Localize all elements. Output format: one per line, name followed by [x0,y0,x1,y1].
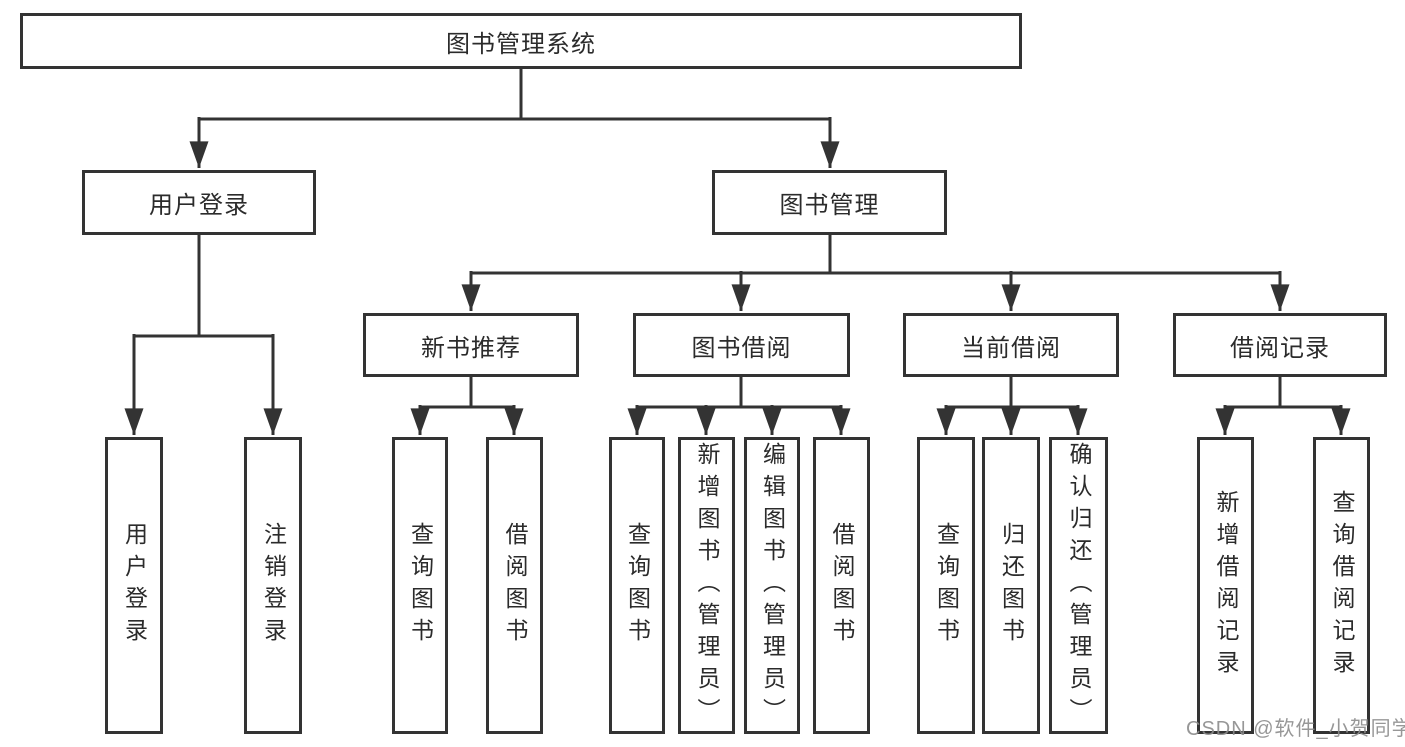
node-current-borrow: 当前借阅 [903,313,1119,377]
node-root: 图书管理系统 [20,13,1022,69]
leaf-cb-confirm-return-admin: 确认归还（管理员） [1049,437,1108,734]
leaf-logout-label: 注销登录 [260,521,287,650]
leaf-bb-query-books: 查询图书 [609,437,665,734]
leaf-br-add-record-label: 新增借阅记录 [1213,489,1239,682]
node-user-login: 用户登录 [82,170,316,235]
leaf-nb-query-books-label: 查询图书 [407,521,434,650]
leaf-br-query-record-label: 查询借阅记录 [1329,489,1355,682]
leaf-br-add-record: 新增借阅记录 [1197,437,1254,734]
node-book-management-label: 图书管理 [779,192,880,219]
node-user-login-label: 用户登录 [149,192,249,219]
leaf-cb-query-books-label: 查询图书 [933,521,960,650]
leaf-bb-edit-books-admin-label: 编辑图书（管理员） [759,441,786,730]
leaf-cb-return-books: 归还图书 [982,437,1040,734]
leaf-bb-add-books-admin-label: 新增图书（管理员） [694,441,720,730]
node-book-management: 图书管理 [712,170,947,235]
leaf-br-query-record: 查询借阅记录 [1313,437,1370,734]
leaf-cb-return-books-label: 归还图书 [998,521,1025,650]
node-current-borrow-label: 当前借阅 [961,334,1061,362]
node-root-label: 图书管理系统 [446,30,596,58]
node-book-borrow-label: 图书借阅 [691,334,792,362]
leaf-cb-query-books: 查询图书 [917,437,975,734]
leaf-bb-edit-books-admin: 编辑图书（管理员） [744,437,800,734]
leaf-cb-confirm-return-admin-label: 确认归还（管理员） [1066,441,1092,730]
leaf-bb-add-books-admin: 新增图书（管理员） [678,437,735,734]
leaf-bb-borrow-books-label: 借阅图书 [829,521,855,650]
node-new-book-recommend: 新书推荐 [363,313,579,377]
node-borrow-records: 借阅记录 [1173,313,1387,377]
node-book-borrow: 图书借阅 [633,313,850,377]
leaf-bb-query-books-label: 查询图书 [624,521,651,650]
leaf-user-login: 用户登录 [105,437,163,734]
leaf-bb-borrow-books: 借阅图书 [813,437,870,734]
node-borrow-records-label: 借阅记录 [1230,334,1330,362]
leaf-nb-query-books: 查询图书 [392,437,448,734]
watermark: CSDN @软件_小贺同学 [1186,718,1405,740]
leaf-logout: 注销登录 [244,437,302,734]
node-new-book-recommend-label: 新书推荐 [421,334,521,362]
leaf-nb-borrow-books-label: 借阅图书 [502,521,528,650]
leaf-nb-borrow-books: 借阅图书 [486,437,543,734]
leaf-user-login-label: 用户登录 [121,521,148,650]
